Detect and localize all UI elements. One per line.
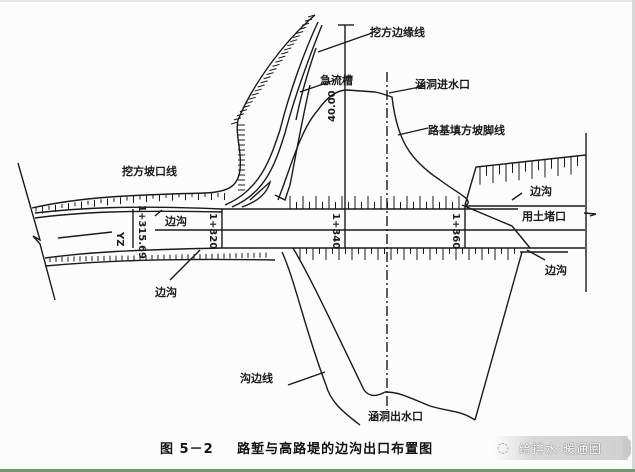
left-lower-ditch-pointer [169,249,201,281]
station-1-320: 1+320 [207,213,218,249]
hachure-tick [298,26,307,30]
hachure-tick [263,76,271,80]
hachure-tick [248,96,256,100]
label-cut-edge-line: 挖方边缘线 [370,25,425,39]
hachure-tick [233,117,242,121]
figure-caption: 图 5－2 路堑与高路堤的边沟出口布置图 [160,438,433,457]
label-side-ditch-lower-right: 边沟 [544,263,567,277]
chute-inner-1 [241,179,272,208]
outlet-right-edge [474,251,523,421]
chute-channel-2 [274,84,311,201]
left-road-bottom-edge [44,247,223,259]
chute-line-2 [231,24,323,208]
embankment-toe-pointer [397,127,429,136]
label-cut-slope-top-line: 挖方坡口线 [122,164,177,178]
hachure-tick [272,63,280,67]
wechat-icon: ◌ [496,440,510,456]
culvert-outlet-bottom [384,391,476,421]
left-road-top-edge2 [34,210,223,219]
hachure-tick [251,92,259,96]
frame-top-border [0,0,635,2]
watermark: ◌ 给排水·暖通圈 [493,436,628,460]
station-1-340: 1+340 [330,213,341,249]
hachure-tick [245,100,253,104]
label-soil-plug: 用土堵口 [522,209,566,223]
road-centerline-left [57,231,113,239]
figure-title: 路堑与高路堤的边沟出口布置图 [237,442,434,457]
hachure-tick [293,35,301,39]
label-culvert-outlet: 涵洞出水口 [368,409,423,423]
station-1-315-69: 1+315.69 [136,205,147,259]
embankment-toe-line-top [277,89,469,207]
chute-line-1 [224,21,319,206]
hachure-tick [257,84,265,88]
break-symbol-left [17,162,56,301]
label-side-ditch-lower-left: 边沟 [154,285,177,299]
hachure-tick [304,18,313,22]
hachure-tick [230,121,239,125]
hachure-tick [287,43,295,47]
hachure-tick [254,88,262,92]
label-ditch-edge-line: 沟边线 [240,371,273,385]
hachure-tick [281,51,289,55]
hachure-tick [269,68,277,71]
right-ditch-lower-pointer [526,249,546,261]
embankment-toe-line-right [461,204,531,249]
slope-hachures [35,14,578,262]
hachure-tick [278,55,286,59]
left-road-top-edge [34,206,223,214]
chute-pointer [299,79,336,93]
culvert-inlet-pointer [388,85,426,94]
hachure-tick [260,80,268,84]
label-side-ditch-upper-right: 边沟 [529,184,552,198]
chute-channel-1 [295,47,317,121]
watermark-text: 给排水·暖通圈 [519,441,602,456]
dimension-40: 40.00 [327,90,338,122]
frame-right-border [632,0,635,469]
station-1-360: 1+360 [450,213,461,249]
right-ditch-upper-pointer [511,192,523,201]
frame-bottom-border [0,469,635,472]
ditch-edge-pointer [287,371,326,386]
label-embankment-toe-line: 路基填方坡脚线 [428,123,505,137]
hachure-tick [284,47,292,51]
left-upper-ditch-pointer [154,209,163,217]
ditch-edge-line-left [281,251,361,426]
hachure-tick [236,113,245,117]
hachure-tick [239,109,248,113]
hachure-tick [296,30,304,34]
hachure-tick [266,72,274,76]
hachure-tick [301,22,310,26]
left-road-bottom-edge2 [44,258,276,267]
station-yz: YZ [114,231,125,247]
hachure-tick [275,59,283,63]
break-symbol-right [583,212,597,217]
label-side-ditch-upper-left: 边沟 [164,214,187,228]
label-chute: 急流槽 [320,73,353,87]
hachure-tick [242,105,250,109]
figure-number: 图 5－2 [160,442,214,457]
ditch-edge-line-inner [292,247,386,397]
hachure-tick [307,14,316,18]
hachure-tick [290,39,298,43]
watermark-tab [623,438,631,458]
cut-slope-top-line [31,14,316,209]
right-cut-block [464,133,587,206]
label-culvert-inlet: 涵洞进水口 [415,77,470,91]
